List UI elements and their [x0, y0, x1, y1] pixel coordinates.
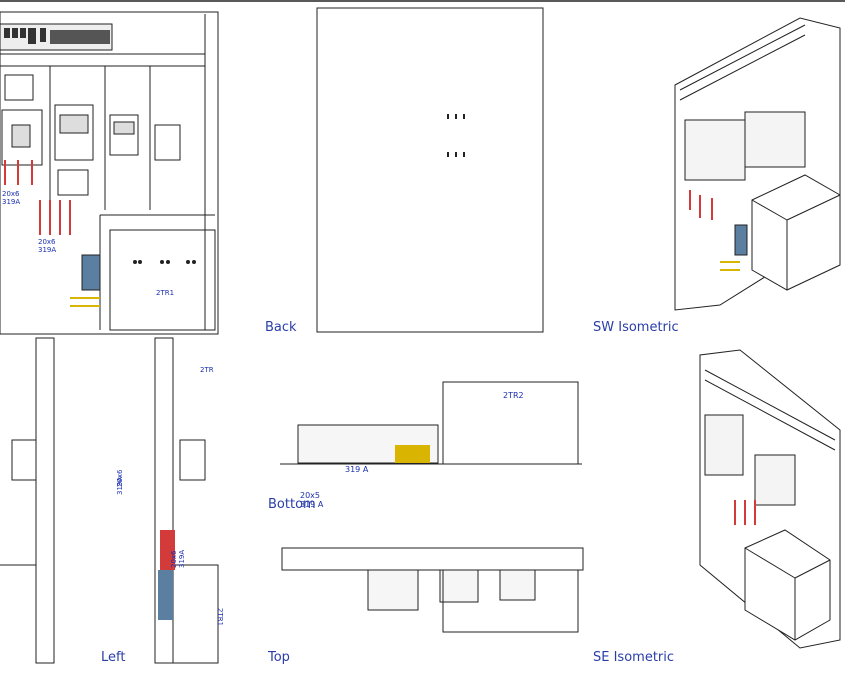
sw-isometric-view: [674, 17, 841, 311]
view-label-se-isometric: SE Isometric: [593, 650, 675, 665]
top-roof: [281, 547, 584, 571]
tag-transformer-front: 2TR1: [156, 289, 174, 297]
front-enclosure: [0, 11, 219, 335]
bottom-view: [280, 381, 582, 465]
view-label-back: Back: [265, 320, 297, 335]
tag-cable-bottom-b: 20x5: [300, 491, 320, 500]
se-isometric-view: [699, 349, 841, 649]
tag-left-cable-sub: 319A: [116, 477, 124, 495]
top-view: [281, 547, 584, 633]
top-transformer: [442, 569, 579, 633]
transformer-box-front: [109, 229, 216, 331]
tag-cable-a: 20x6: [2, 190, 20, 198]
back-panel: [316, 7, 544, 333]
view-label-sw-isometric: SW Isometric: [593, 320, 679, 335]
tag-left-top: 2TR: [200, 366, 214, 374]
main-breaker: [1, 109, 43, 166]
sw-transformer: [751, 174, 841, 291]
back-view: [316, 7, 544, 333]
tag-left-cable-b-sub: 319A: [178, 550, 186, 568]
tag-transformer-bottom: 2TR2: [503, 391, 524, 400]
tag-cable-a-sub: 319A: [2, 198, 20, 206]
front-view: [0, 11, 219, 335]
contactor-1: [54, 104, 94, 161]
se-transformer: [744, 529, 831, 641]
view-label-bottom: Bottom: [268, 497, 316, 512]
left-view: [0, 337, 219, 664]
contactor-3: [154, 124, 181, 161]
view-label-left: Left: [101, 650, 126, 665]
tag-left-cable: 20x6: [116, 469, 124, 487]
terminal-block: [81, 254, 101, 291]
left-side-panel: [35, 337, 55, 664]
se-enclosure: [699, 349, 841, 649]
tag-cable-bottom-b-sub: 319 A: [300, 500, 324, 509]
contactor-2: [109, 114, 139, 156]
tag-left-cable-b: 20x6: [170, 550, 178, 568]
tag-cable-b-sub: 319A: [38, 246, 56, 254]
view-label-top: Top: [268, 650, 290, 665]
tag-cable-b: 20x6: [38, 238, 56, 246]
right-side-panel: [154, 337, 174, 664]
tag-transformer-left: 2TR1: [216, 608, 224, 626]
tag-cable-bottom: 319 A: [345, 465, 369, 474]
bottom-transformer: [442, 381, 579, 465]
